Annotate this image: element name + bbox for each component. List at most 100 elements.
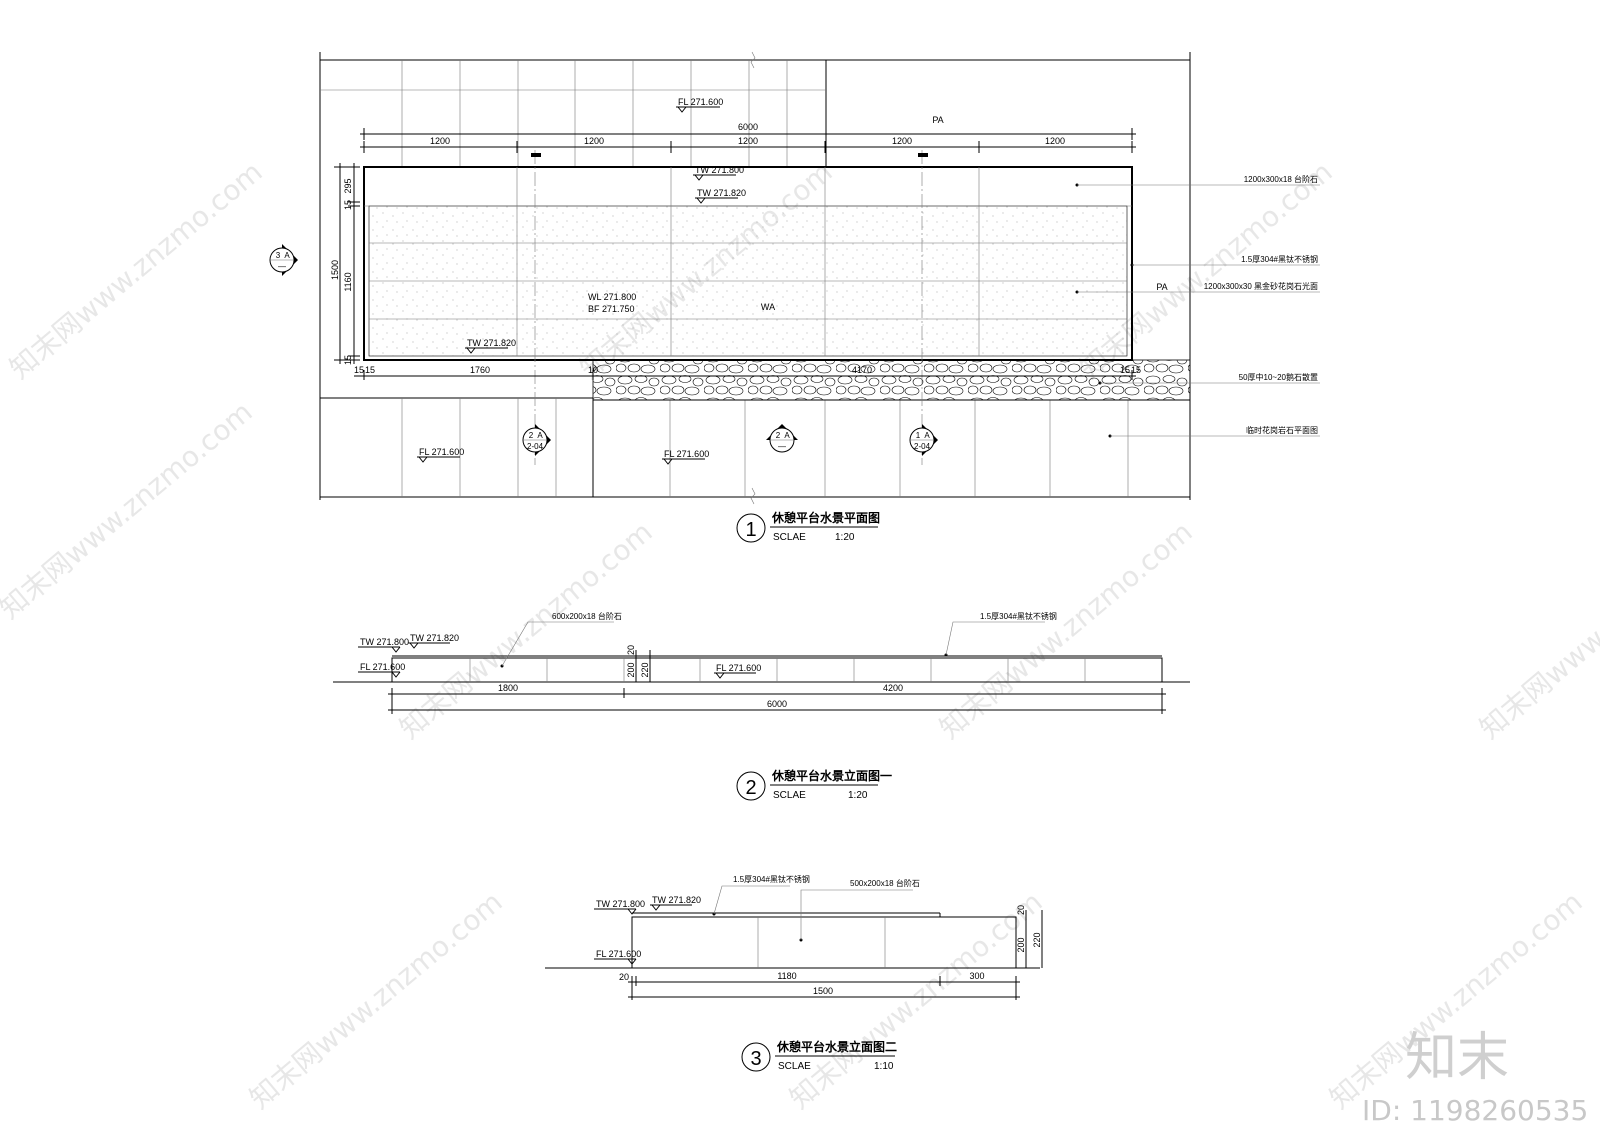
elev1-level-fl-mid: FL 271.600 (716, 663, 761, 673)
level-tw-top2: TW 271.820 (697, 188, 746, 198)
label-pa-top: PA (932, 115, 943, 125)
elev2-note-tread: 500x200x18 台阶石 (850, 878, 920, 888)
plan-title: 休憩平台水景平面图 (771, 510, 880, 525)
note-paving-ref: 临时花岗岩石平面图 (1246, 425, 1318, 435)
svg-text:3: 3 (276, 251, 281, 260)
level-tw-bottom: TW 271.820 (467, 338, 516, 348)
section-callout-2-left: 2 A 2-04 (522, 424, 551, 456)
level-tw-top1: TW 271.800 (695, 165, 744, 175)
dim-top-1: 1200 (430, 136, 450, 146)
svg-text:A: A (784, 431, 790, 440)
elev1-dim-h2: 4200 (883, 683, 903, 693)
dim-left-3: 1160 (343, 272, 353, 291)
plan-title-block: 1 休憩平台水景平面图 SCLAE 1:20 (736, 510, 880, 543)
svg-text:A: A (537, 431, 543, 440)
dim-bottom-3: 1760 (470, 365, 490, 375)
dim-bottom-5: 4170 (852, 365, 872, 375)
svg-text:1: 1 (916, 431, 921, 440)
note-granite: 1200x300x30 黑金砂花岗石光面 (1204, 281, 1318, 291)
dim-left-1: 295 (343, 178, 353, 193)
basin-grid (364, 150, 1132, 465)
elev2-level-fl: FL 271.600 (596, 949, 641, 959)
level-wl: WL 271.800 (588, 292, 636, 302)
note-stainless-steel: 1.5厚304#黑钛不锈钢 (1241, 254, 1318, 264)
svg-text:—: — (278, 262, 286, 271)
bottom-dimensions: 15 15 1760 10 4170 15 15 (354, 365, 1141, 380)
svg-text:—: — (778, 442, 786, 451)
top-dimensions: 6000 1200 1200 1200 1200 1200 PA (360, 115, 1136, 153)
level-fl-top: FL 271.600 (678, 97, 723, 107)
dim-total-width: 6000 (738, 122, 758, 132)
dim-left-2: 15 (343, 200, 353, 210)
dim-left-4: 15 (343, 355, 353, 365)
label-pa-right: PA (1156, 282, 1167, 292)
section-callout-2-mid: 2 A — (766, 424, 798, 453)
elev2-dim-total: 1500 (813, 986, 833, 996)
plan-levels: FL 271.600 TW 271.800 TW 271.820 WL 271.… (417, 97, 1168, 465)
elev2-scale-label: SCLAE (778, 1061, 811, 1072)
elev1-dim-v2: 200 (626, 662, 636, 677)
elev1-dim-v3: 220 (640, 662, 650, 677)
elev2-level-tw2: TW 271.820 (652, 895, 701, 905)
svg-text:2: 2 (776, 431, 781, 440)
elev1-scale: 1:20 (848, 790, 868, 801)
elev1-title-number: 2 (745, 777, 756, 799)
svg-text:2-04: 2-04 (914, 442, 931, 451)
elev2-scale: 1:10 (874, 1061, 894, 1072)
drawing-id: ID: 1198260535 (1362, 1094, 1588, 1127)
elev1-note-steel: 1.5厚304#黑钛不锈钢 (980, 611, 1057, 621)
plan-scale-label: SCLAE (773, 532, 806, 543)
elev2-title: 休憩平台水景立面图二 (776, 1039, 897, 1054)
watermark-text: 知末网www.znzmo.com (1473, 515, 1600, 745)
elev1-dim-total: 6000 (767, 699, 787, 709)
label-wa: WA (761, 302, 775, 312)
elev2-dim-h2: 1180 (777, 971, 796, 981)
watermark-text: 知末网www.znzmo.com (933, 515, 1198, 745)
watermark-text: 知末网www.znzmo.com (783, 885, 1048, 1115)
svg-text:2-04: 2-04 (527, 442, 544, 451)
watermark-text: 知末网www.znzmo.com (393, 515, 658, 745)
elev2-dim-v3: 220 (1032, 932, 1042, 947)
elevation-two: TW 271.800 TW 271.820 FL 271.600 1.5厚304… (545, 874, 1043, 1072)
plan-title-number: 1 (745, 519, 756, 541)
dim-left-total: 1500 (330, 260, 340, 280)
elev2-dim-v2: 200 (1016, 937, 1026, 952)
elev2-note-steel: 1.5厚304#黑钛不锈钢 (733, 874, 810, 884)
plan-scale: 1:20 (835, 532, 855, 543)
dim-top-5: 1200 (1045, 136, 1065, 146)
dim-top-2: 1200 (584, 136, 604, 146)
watermark-text: 知末网www.znzmo.com (243, 885, 508, 1115)
section-callout-3: 3 A — (269, 244, 298, 276)
elev1-level-tw1: TW 271.800 (360, 637, 409, 647)
pebble-strip (592, 359, 1191, 401)
note-tread-stone: 1200x300x18 台阶石 (1244, 174, 1318, 184)
watermark-text: 知末网www.znzmo.com (0, 395, 259, 625)
elev1-title: 休憩平台水景立面图一 (771, 768, 892, 783)
elev1-level-tw2: TW 271.820 (410, 633, 459, 643)
elev2-title-number: 3 (750, 1048, 761, 1070)
dim-bottom-1: 15 (354, 365, 364, 375)
dim-bottom-6: 15 (1120, 365, 1130, 375)
elev2-wall (631, 916, 1017, 969)
elev1-scale-label: SCLAE (773, 790, 806, 801)
svg-text:2: 2 (529, 431, 534, 440)
elev1-level-fl: FL 271.600 (360, 662, 405, 672)
elevation-one: TW 271.800 TW 271.820 FL 271.600 FL 271.… (333, 611, 1190, 801)
elev1-dim-v1: 20 (626, 645, 636, 655)
watermark-text: 知末网www.znzmo.com (3, 155, 268, 385)
note-pebbles: 50厚中10~20鹅石散置 (1239, 372, 1318, 382)
left-dimensions: 1500 295 15 1160 15 (330, 163, 360, 365)
plan-view: 6000 1200 1200 1200 1200 1200 PA 1500 29… (269, 51, 1320, 543)
svg-text:A: A (924, 431, 930, 440)
plan-notes: 1200x300x18 台阶石 1.5厚304#黑钛不锈钢 1200x300x3… (1075, 174, 1320, 438)
dim-bottom-4: 10 (588, 365, 598, 375)
paving-grid (319, 51, 1191, 505)
elev2-dim-v1: 20 (1016, 905, 1026, 915)
dim-bottom-2: 15 (365, 365, 375, 375)
dim-top-3: 1200 (738, 136, 758, 146)
dim-bottom-7: 15 (1131, 365, 1141, 375)
brand-logo-text: 知末 (1405, 1028, 1509, 1088)
elev1-dim-h1: 1800 (498, 683, 518, 693)
dim-top-4: 1200 (892, 136, 912, 146)
